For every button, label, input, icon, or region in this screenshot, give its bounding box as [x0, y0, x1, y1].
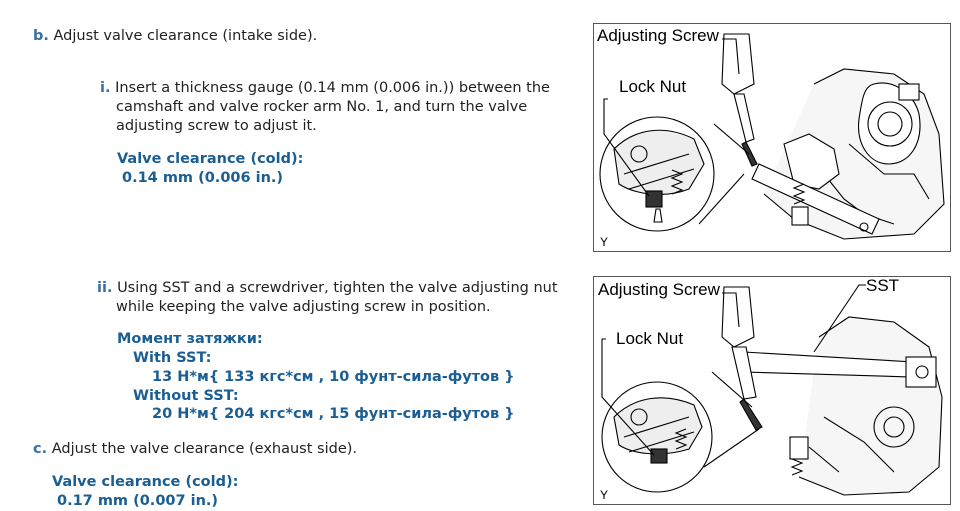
- engine-drawing-2: [601, 284, 943, 496]
- substep-i: i. Insert a thickness gauge (0.14 mm (0.…: [100, 79, 550, 98]
- step-c-marker: c.: [33, 441, 48, 457]
- step-c: c. Adjust the valve clearance (exhaust s…: [33, 440, 357, 459]
- figure-sst-tightening: Adjusting Screw Lock Nut SST Y: [593, 276, 951, 505]
- step-b-text: Adjust valve clearance (intake side).: [53, 28, 318, 44]
- fig2-sst-label: SST: [866, 277, 899, 295]
- substep-i-line-3: adjusting screw to adjust it.: [116, 118, 317, 134]
- exhaust-spec-label: Valve clearance (cold):: [52, 474, 239, 490]
- with-sst-value: 13 Н*м{ 133 кгс*см , 10 фунт-сила-футов …: [152, 369, 515, 385]
- intake-spec-label: Valve clearance (cold):: [117, 151, 304, 167]
- fig2-adjusting-screw-label: Adjusting Screw: [598, 280, 721, 299]
- without-sst-value: 20 Н*м{ 204 кгс*см , 15 фунт-сила-футов …: [152, 406, 515, 422]
- exhaust-spec-value: 0.17 mm (0.007 in.): [57, 493, 219, 509]
- substep-ii-line-2: while keeping the valve adjusting screw …: [116, 299, 491, 315]
- with-sst-label: With SST:: [133, 350, 212, 366]
- fig1-lock-nut-label: Lock Nut: [619, 77, 686, 96]
- step-c-text: Adjust the valve clearance (exhaust side…: [51, 441, 358, 457]
- fig2-corner-label: Y: [600, 488, 608, 502]
- substep-i-line-1: Insert a thickness gauge (0.14 mm (0.006…: [115, 80, 550, 96]
- substep-ii: ii. Using SST and a screwdriver, tighten…: [97, 279, 558, 298]
- torque-label: Момент затяжки:: [117, 331, 263, 347]
- figure-intake-adjustment: Adjusting Screw Lock Nut Y: [593, 23, 951, 252]
- substep-i-marker: i.: [100, 80, 111, 96]
- engine-drawing: [599, 33, 945, 240]
- fig1-adjusting-screw-label: Adjusting Screw: [597, 26, 720, 45]
- fig2-lock-nut-label: Lock Nut: [616, 329, 683, 348]
- intake-spec-value: 0.14 mm (0.006 in.): [122, 170, 284, 186]
- without-sst-label: Without SST:: [133, 388, 239, 404]
- step-b-marker: b.: [33, 28, 49, 44]
- substep-i-line-2: camshaft and valve rocker arm No. 1, and…: [116, 99, 528, 115]
- substep-ii-line-1: Using SST and a screwdriver, tighten the…: [117, 280, 558, 296]
- step-b: b. Adjust valve clearance (intake side).: [33, 27, 317, 46]
- figure-intake-illustration: Adjusting Screw Lock Nut Y: [597, 26, 945, 249]
- substep-ii-marker: ii.: [97, 280, 113, 296]
- fig1-corner-label: Y: [600, 235, 608, 249]
- figure-sst-illustration: Adjusting Screw Lock Nut SST Y: [598, 277, 943, 502]
